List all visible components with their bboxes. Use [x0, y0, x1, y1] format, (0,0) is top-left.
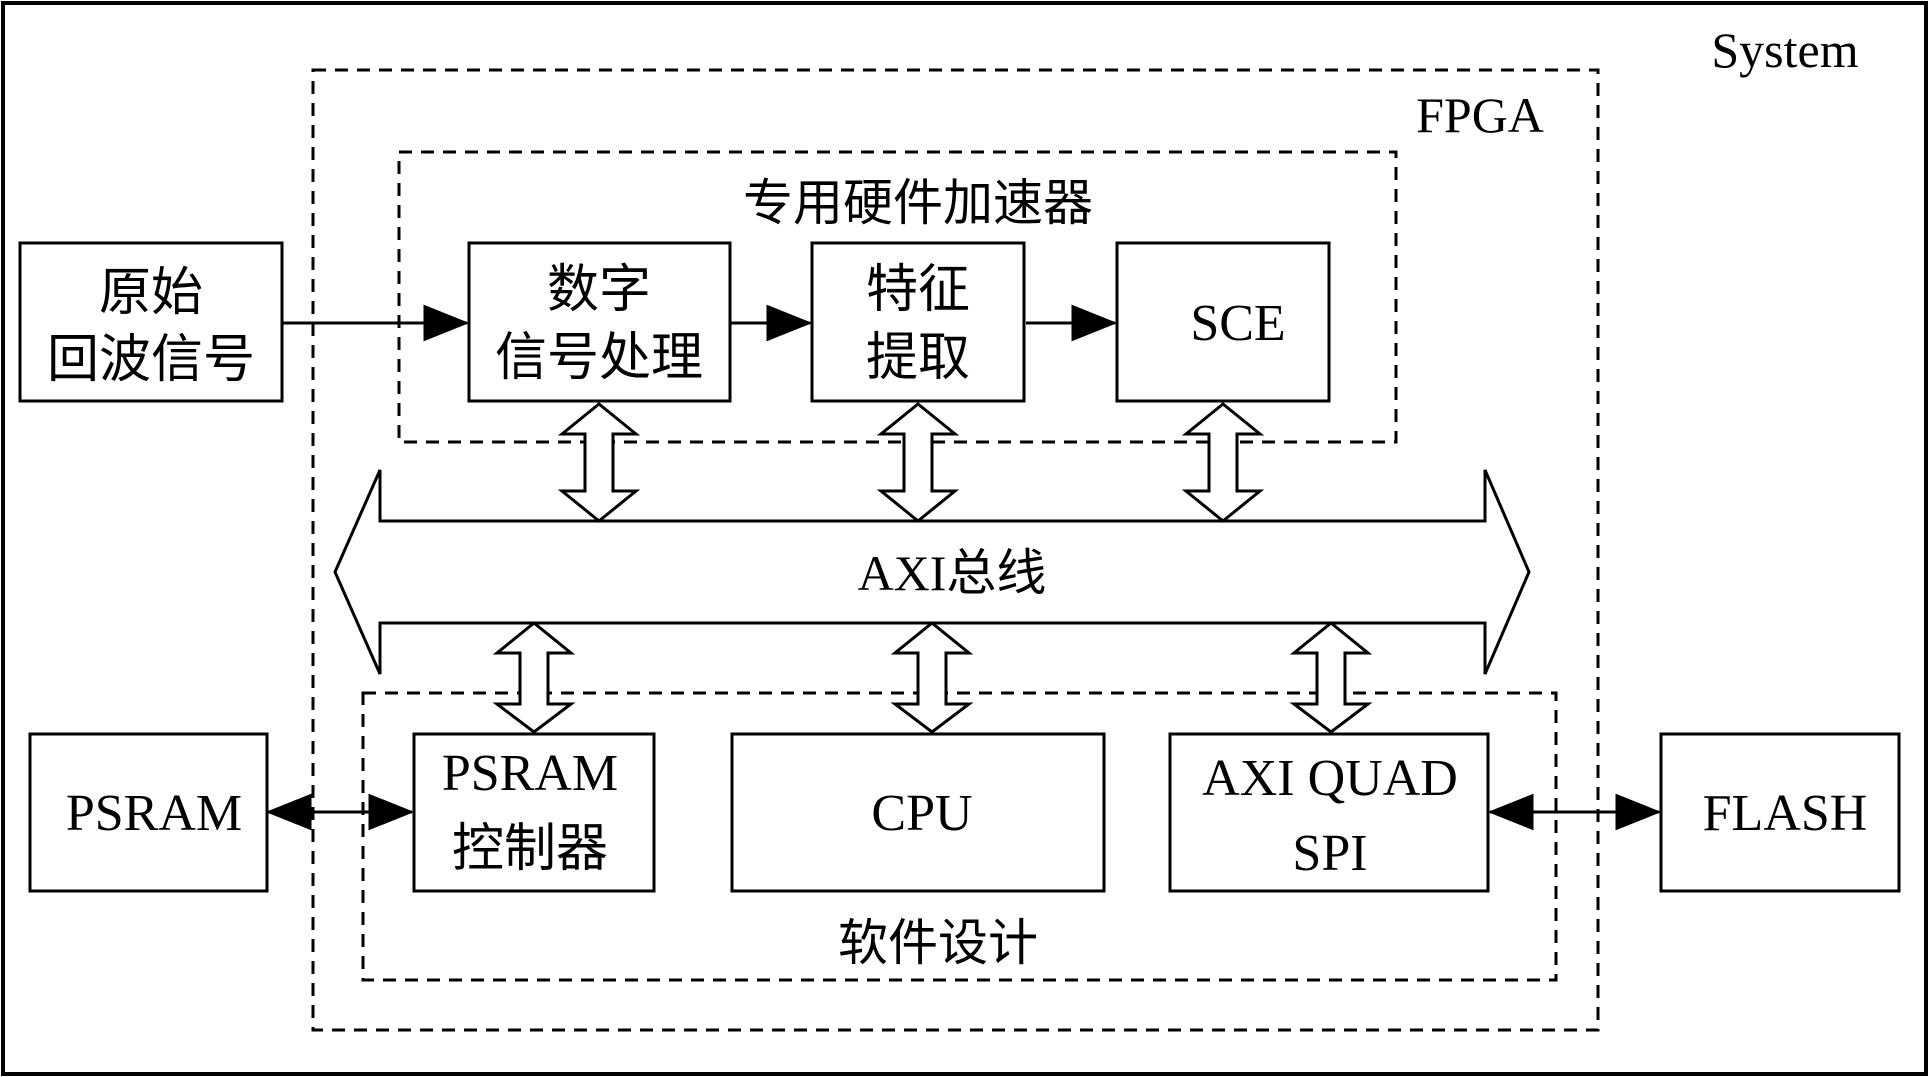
- flash-block: FLASH: [1659, 732, 1901, 893]
- dsp-label-line2: 信号处理: [495, 330, 703, 387]
- software-container: [361, 691, 1558, 982]
- fpga-container: [311, 68, 1600, 1032]
- software-label: 软件设计: [838, 915, 1038, 971]
- accelerator-container: [397, 150, 1398, 444]
- axi-bus-arrow: [333, 469, 1531, 675]
- raw-echo-label-line2: 回波信号: [47, 332, 255, 389]
- psram-controller-block: PSRAM 控制器: [412, 732, 656, 893]
- axi-bus-label: AXI总线: [858, 545, 1047, 601]
- qspi-label-line1: AXI QUAD: [1202, 750, 1458, 807]
- flash-label: FLASH: [1703, 785, 1868, 842]
- sce-label: SCE: [1190, 295, 1285, 352]
- qspi-bus-connector: [1289, 621, 1373, 734]
- psram-block: PSRAM: [28, 732, 269, 893]
- dsp-label-line1: 数字: [547, 262, 651, 319]
- cpu-label: CPU: [871, 785, 972, 842]
- raw-echo-block: 原始 回波信号: [18, 241, 284, 403]
- system-label: System: [1711, 22, 1858, 78]
- cpu-bus-connector: [890, 621, 974, 734]
- psram-label: PSRAM: [66, 785, 242, 842]
- feature-label-line2: 提取: [866, 330, 970, 387]
- cpu-block: CPU: [730, 732, 1106, 893]
- raw-echo-label-line1: 原始: [99, 265, 203, 322]
- accelerator-label: 专用硬件加速器: [743, 175, 1093, 231]
- psram-ctrl-label-line2: 控制器: [452, 821, 608, 878]
- feature-label-line1: 特征: [866, 262, 970, 319]
- qspi-label-line2: SPI: [1292, 825, 1367, 882]
- dsp-bus-connector: [557, 402, 641, 523]
- psram-ctrl-bus-connector: [492, 621, 576, 734]
- fpga-label: FPGA: [1416, 87, 1544, 143]
- qspi-block: AXI QUAD SPI: [1168, 732, 1490, 893]
- feature-bus-connector: [876, 402, 960, 523]
- feature-extraction-block: 特征 提取: [810, 241, 1026, 403]
- psram-ctrl-label-line1: PSRAM: [442, 745, 618, 802]
- sce-bus-connector: [1181, 402, 1265, 523]
- dsp-block: 数字 信号处理: [467, 241, 732, 403]
- sce-block: SCE: [1115, 241, 1331, 403]
